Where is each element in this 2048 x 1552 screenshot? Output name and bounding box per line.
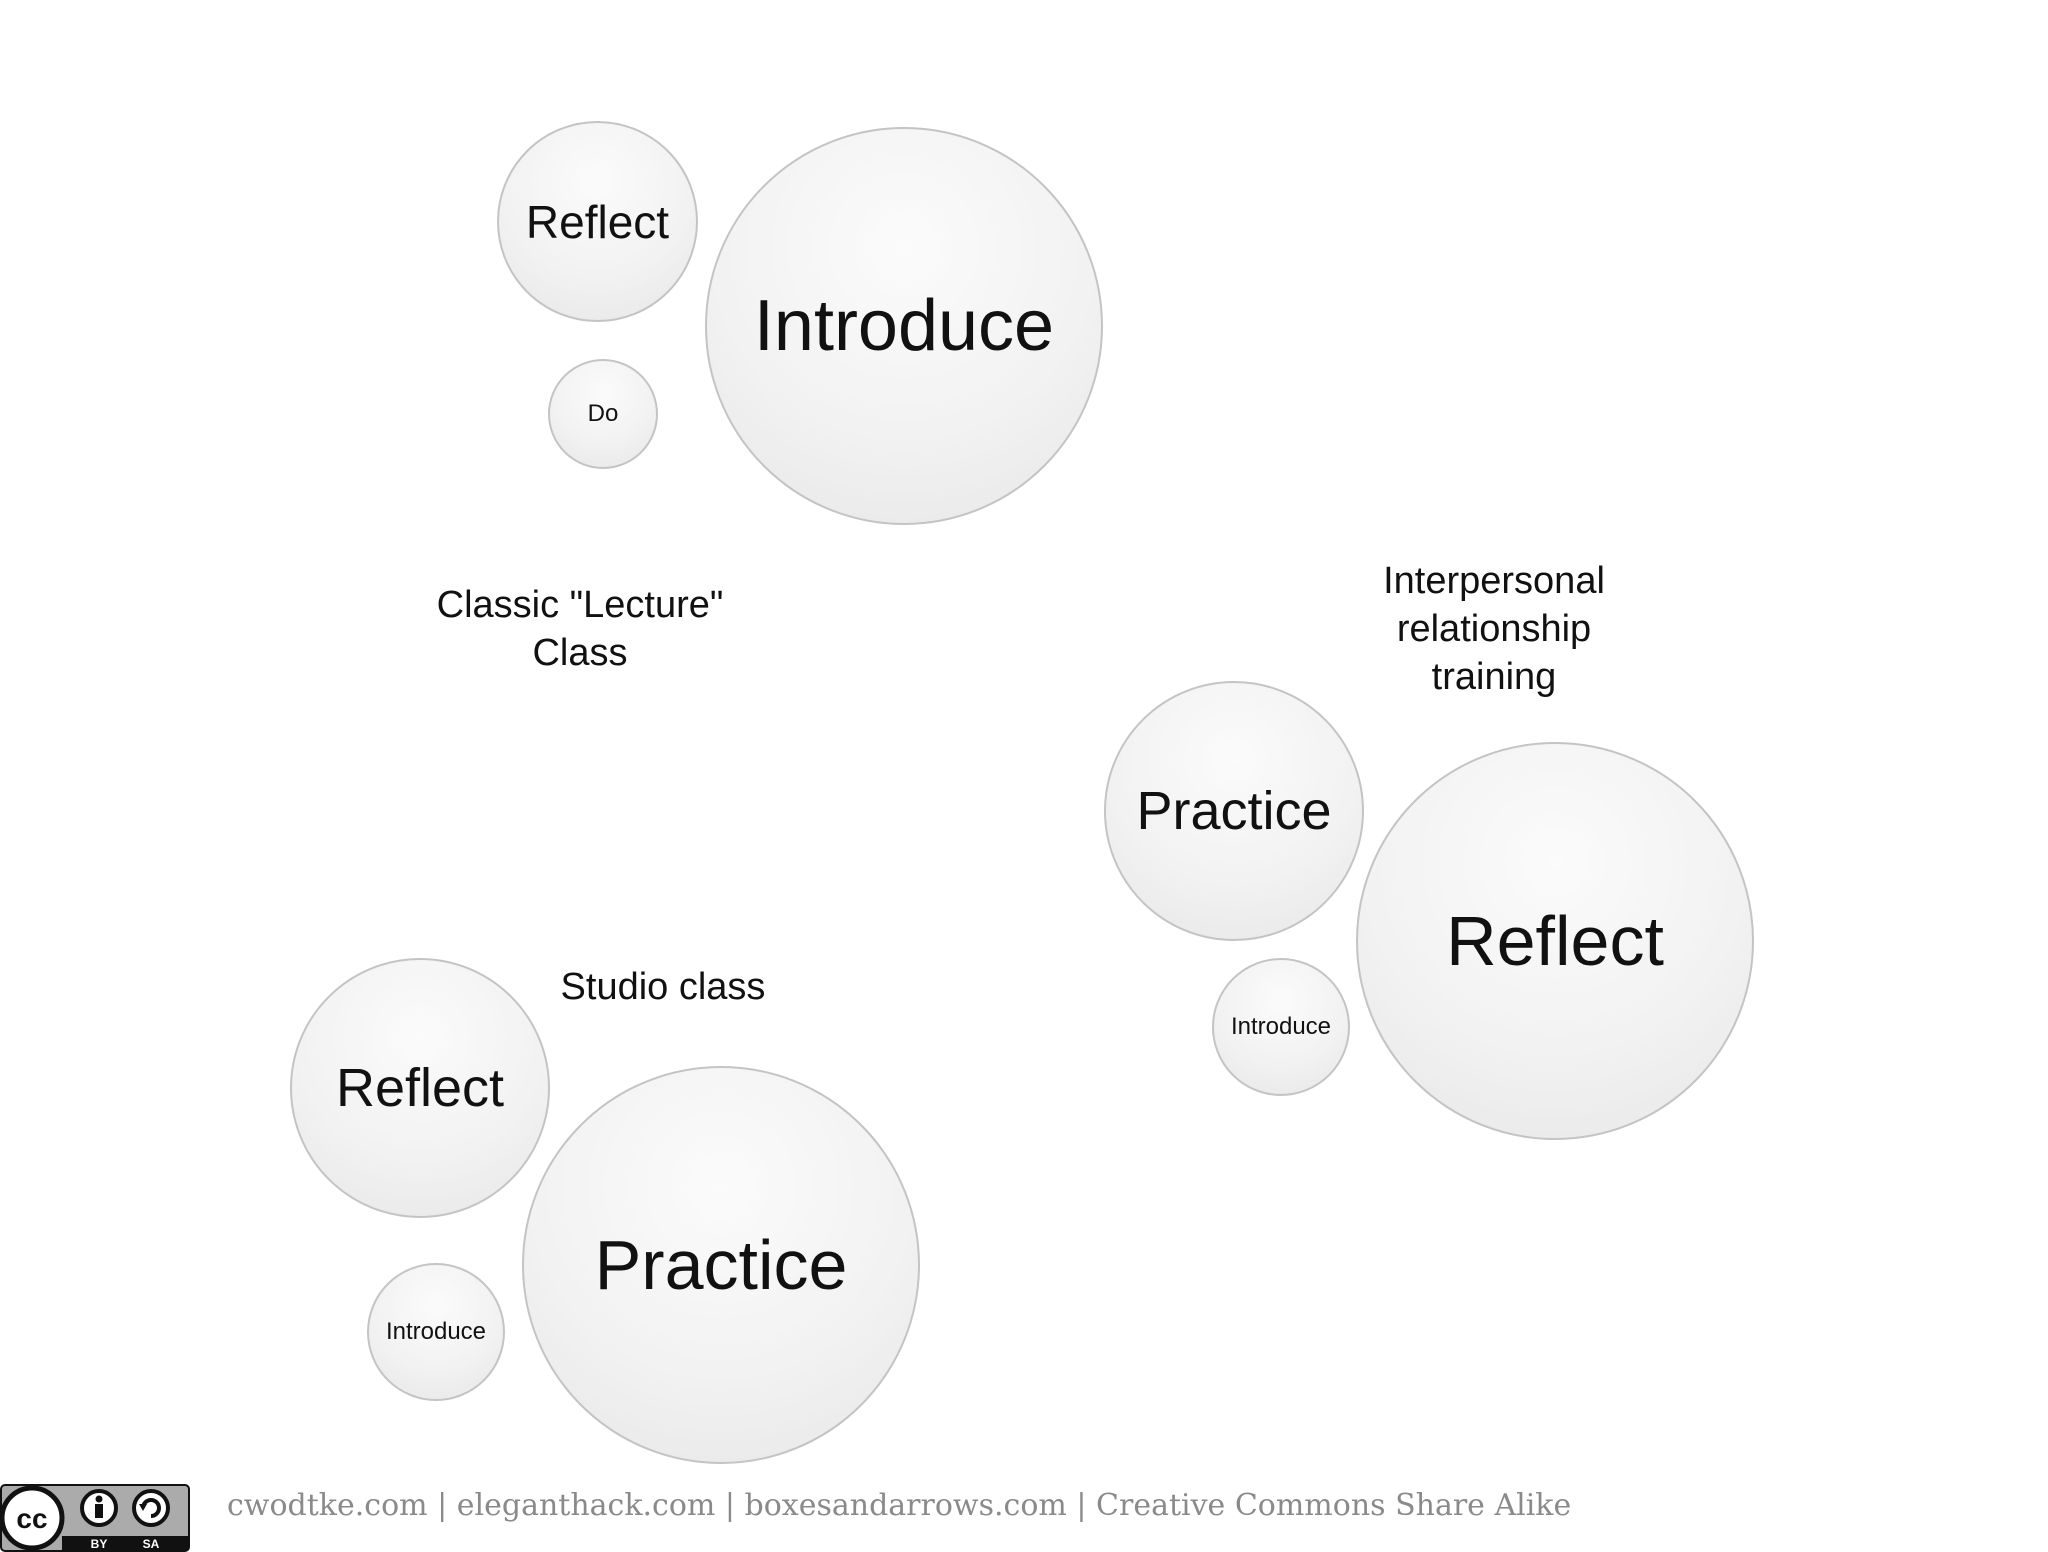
interpersonal-title: Interpersonal relationship training xyxy=(1294,557,1694,701)
lecture-do-label: Do xyxy=(587,400,619,427)
interpersonal-introduce-label: Introduce xyxy=(1230,1013,1332,1040)
interpersonal-title-line3: training xyxy=(1431,656,1557,698)
creative-commons-badge: cc BY SA xyxy=(0,1484,190,1552)
lecture-introduce-label: Introduce xyxy=(753,286,1055,366)
interpersonal-title-line2: relationship xyxy=(1396,608,1592,650)
lecture-title: Classic "Lecture" Class xyxy=(380,581,780,677)
lecture-title-line1: Classic "Lecture" xyxy=(436,584,724,626)
interpersonal-reflect-label: Reflect xyxy=(1446,902,1664,980)
interpersonal-practice-circle: Practice xyxy=(1104,681,1364,941)
studio-practice-label: Practice xyxy=(594,1226,848,1304)
studio-practice-circle: Practice xyxy=(522,1066,920,1464)
interpersonal-title-line1: Interpersonal xyxy=(1383,560,1605,602)
cc-icon-text: cc xyxy=(16,1503,47,1534)
cc-icon: cc xyxy=(0,1485,65,1551)
by-label: BY xyxy=(91,1537,108,1551)
interpersonal-introduce-circle: Introduce xyxy=(1212,958,1350,1096)
studio-title-line1: Studio class xyxy=(560,966,766,1008)
studio-introduce-circle: Introduce xyxy=(367,1263,505,1401)
share-alike-icon xyxy=(132,1489,170,1527)
lecture-title-line2: Class xyxy=(532,632,628,674)
interpersonal-practice-label: Practice xyxy=(1136,781,1332,841)
footer-credits: cwodtke.com | eleganthack.com | boxesand… xyxy=(227,1488,1572,1523)
interpersonal-reflect-circle: Reflect xyxy=(1356,742,1754,1140)
sa-label: SA xyxy=(143,1537,160,1551)
lecture-reflect-circle: Reflect xyxy=(497,121,698,322)
studio-reflect-label: Reflect xyxy=(335,1058,505,1118)
studio-reflect-circle: Reflect xyxy=(290,958,550,1218)
studio-introduce-label: Introduce xyxy=(385,1318,487,1345)
lecture-introduce-circle: Introduce xyxy=(705,127,1103,525)
lecture-do-circle: Do xyxy=(548,359,658,469)
studio-title: Studio class xyxy=(513,963,813,1011)
lecture-reflect-label: Reflect xyxy=(525,195,670,248)
attribution-icon xyxy=(80,1489,118,1527)
